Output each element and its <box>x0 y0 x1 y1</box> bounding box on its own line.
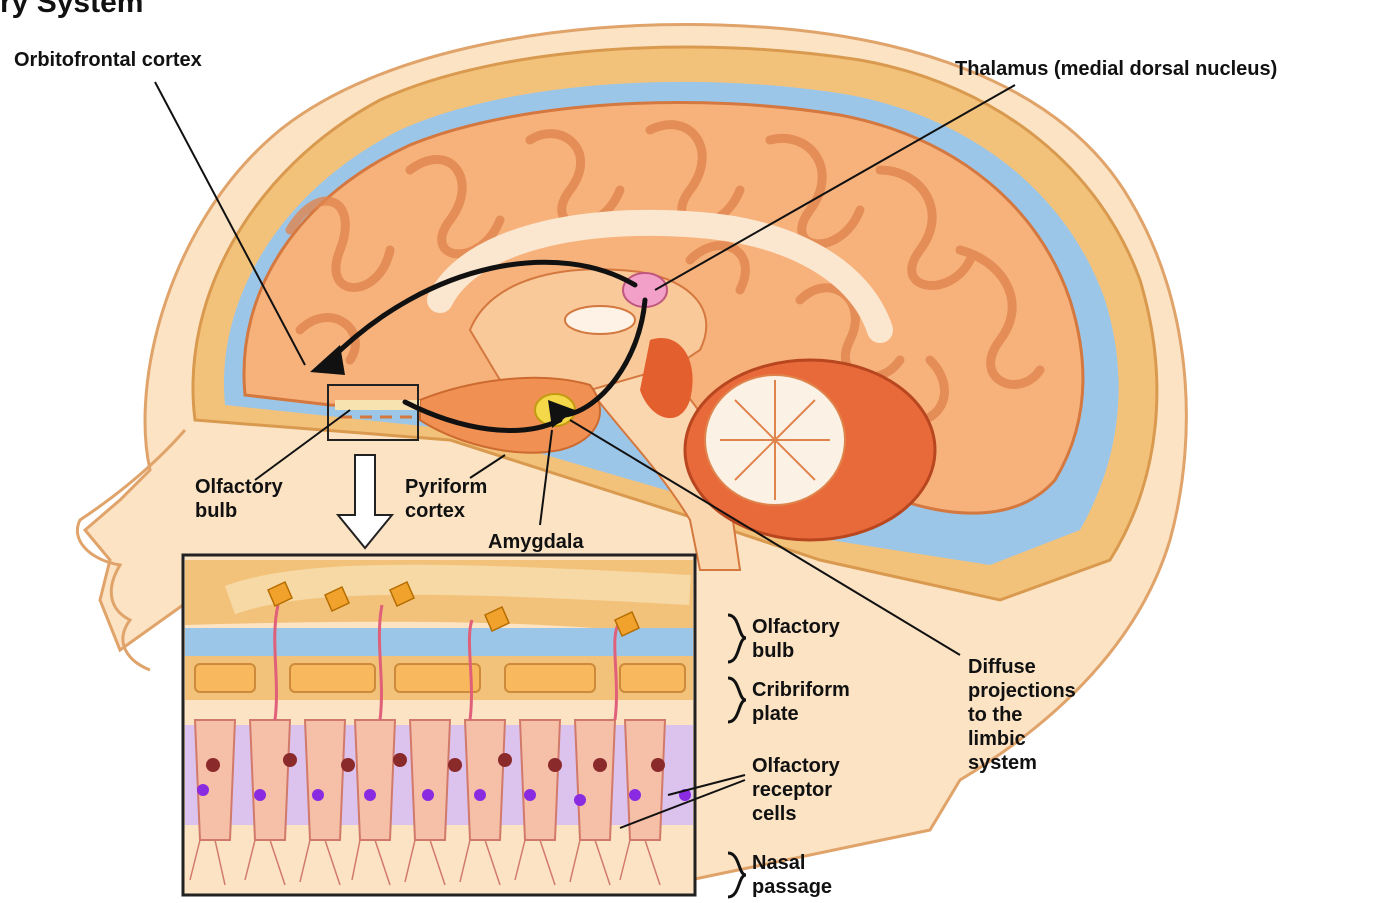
label-olfactory-bulb: Olfactory bulb <box>195 475 283 523</box>
inset-detail <box>183 555 745 895</box>
inset-receptor-cells <box>195 720 665 840</box>
ventricle <box>565 306 635 334</box>
label-pyriform-cortex: Pyriform cortex <box>405 475 487 523</box>
label-inset-olfactory-bulb: Olfactory bulb <box>752 615 840 663</box>
label-inset-nasal-passage: Nasal passage <box>752 851 832 899</box>
label-amygdala: Amygdala <box>488 530 584 554</box>
label-diffuse-projections: Diffuse projections to the limbic system <box>968 655 1076 775</box>
label-thalamus: Thalamus (medial dorsal nucleus) <box>955 57 1277 81</box>
label-orbitofrontal-cortex: Orbitofrontal cortex <box>14 48 202 72</box>
label-inset-receptor-cells: Olfactory receptor cells <box>752 754 840 826</box>
label-inset-cribriform-plate: Cribriform plate <box>752 678 850 726</box>
